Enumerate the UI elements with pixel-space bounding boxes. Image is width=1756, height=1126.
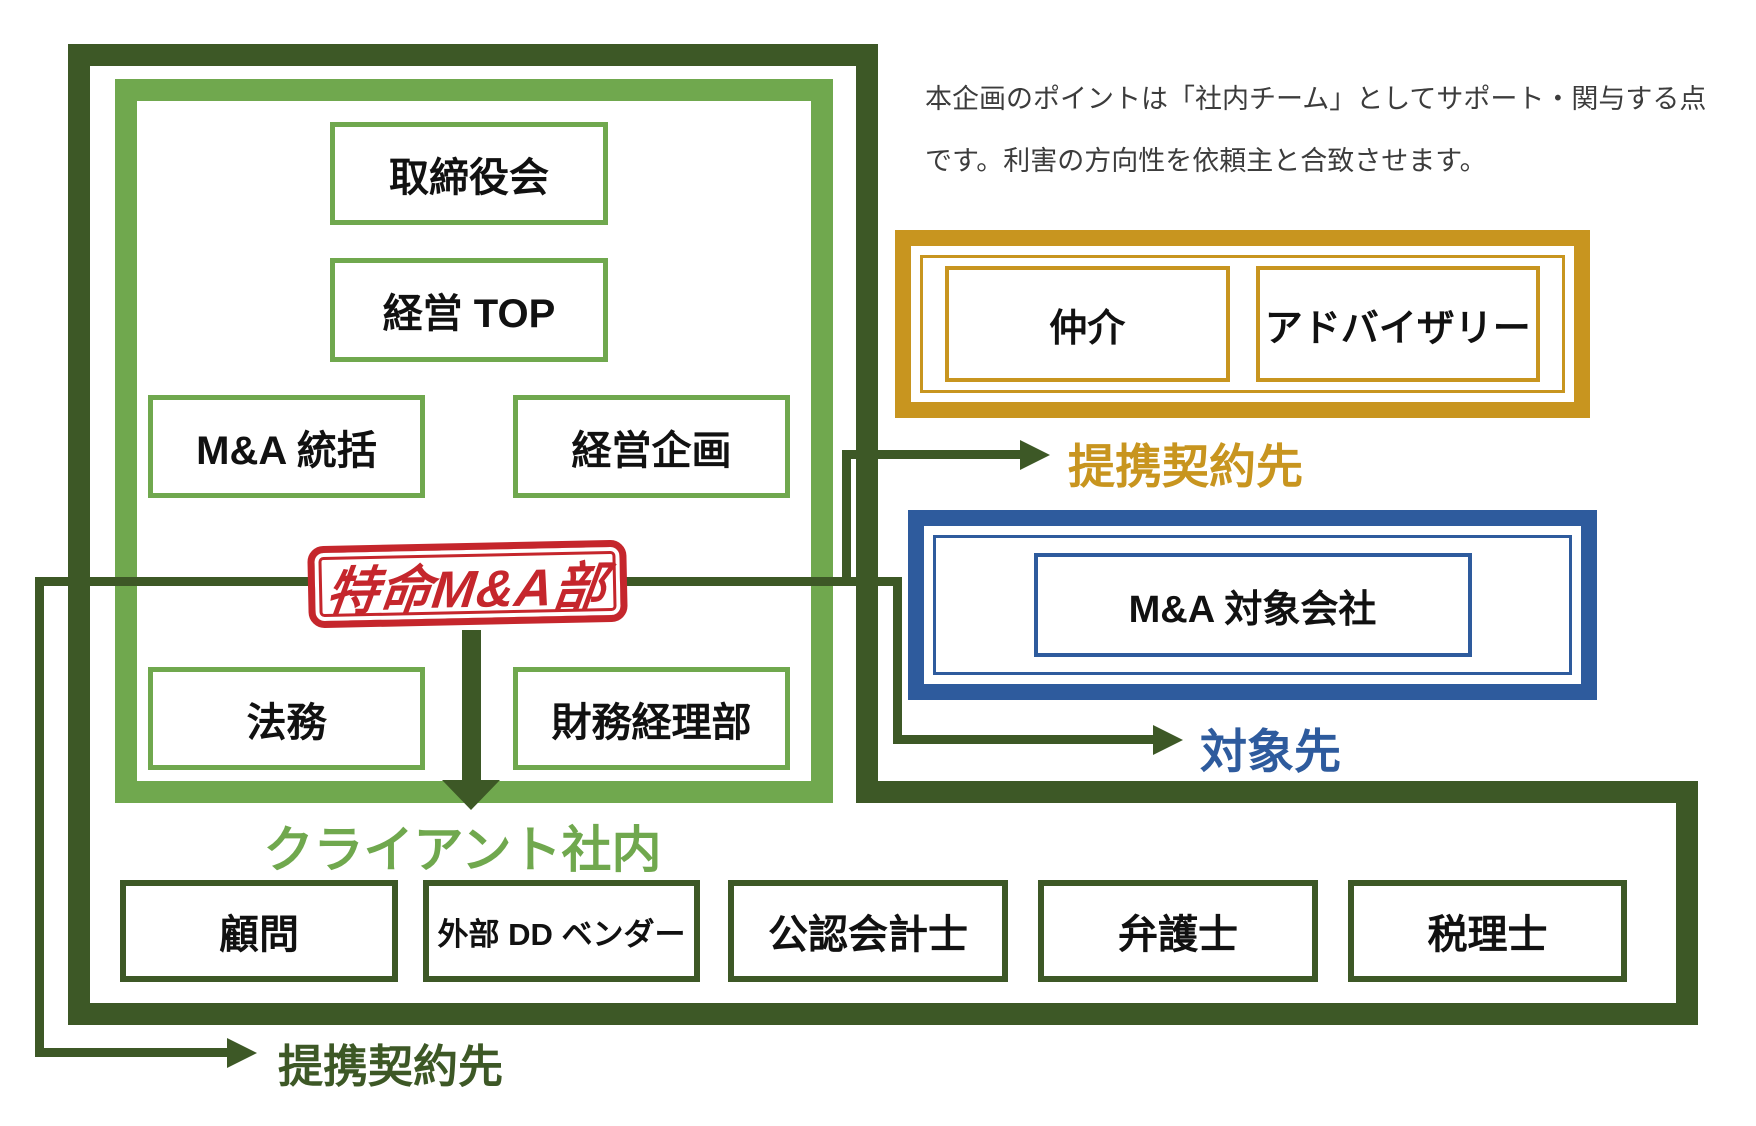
org-box-finance-accounting-label: 財務経理部	[551, 700, 752, 745]
stamp-down-arrow-icon	[442, 780, 500, 810]
external-box-cpa-label: 公認会計士	[768, 913, 968, 957]
partner-panel-inner-frame: 仲介 アドバイザリー	[920, 255, 1565, 393]
partner-box-advisory-label: アドバイザリー	[1264, 307, 1531, 350]
special-ma-dept-stamp-label: 特命M&A部	[323, 557, 611, 622]
outer-frame-far-right-bar	[1676, 781, 1698, 1025]
annotation-line2: です。利害の方向性を依頼主と合致させます。	[925, 146, 1487, 176]
blue-branch-horizontal	[893, 735, 1153, 744]
partner-box-intermediary-label: 仲介	[1049, 307, 1126, 350]
annotation-line1: 本企画のポイントは「社内チーム」としてサポート・関与する点	[925, 84, 1707, 114]
org-box-ma-supervision: M&A 統括	[148, 395, 425, 498]
org-box-ma-supervision-label: M&A 統括	[196, 428, 377, 473]
client-internal-label: クライアント社内	[240, 810, 685, 882]
external-box-dd-vendor-label: 外部 DD ベンダー	[437, 916, 686, 952]
partner-box-intermediary: 仲介	[945, 266, 1230, 382]
client-company-frame	[115, 79, 833, 803]
annotation-text: 本企画のポイントは「社内チーム」としてサポート・関与する点 です。利害の方向性を…	[925, 68, 1706, 192]
partner-panel: 仲介 アドバイザリー	[895, 230, 1590, 418]
org-box-corporate-planning-label: 経営企画	[571, 428, 732, 473]
partner-caption: 提携契約先	[1068, 440, 1303, 493]
outer-frame-mid-bar	[856, 781, 1698, 803]
target-panel-inner-frame: M&A 対象会社	[933, 535, 1572, 675]
outer-frame-right-upper-bar	[856, 44, 878, 803]
external-box-advisor-label: 顧問	[219, 913, 299, 957]
bottom-partner-caption: 提携契約先	[278, 1041, 504, 1092]
target-box-ma-company: M&A 対象会社	[1033, 553, 1472, 657]
org-box-management-top-label: 経営 TOP	[382, 292, 556, 336]
org-box-management-top: 経営 TOP	[330, 258, 608, 362]
outer-frame-bottom-bar	[68, 1003, 1698, 1025]
left-connector-vertical	[35, 577, 44, 1052]
org-box-board: 取締役会	[330, 122, 608, 225]
bottom-arrow-line	[35, 1048, 227, 1057]
target-box-ma-company-label: M&A 対象会社	[1128, 588, 1377, 631]
org-box-board-label: 取締役会	[389, 155, 549, 200]
gold-branch-horizontal	[842, 450, 1020, 459]
special-ma-dept-stamp: 特命M&A部	[307, 539, 628, 629]
external-box-lawyer-label: 弁護士	[1118, 913, 1238, 957]
target-caption: 対象先	[1200, 725, 1341, 778]
client-internal-label-text: クライアント社内	[263, 822, 662, 878]
external-box-tax-accountant-label: 税理士	[1427, 913, 1548, 957]
gold-arrow-right-icon	[1020, 440, 1050, 470]
org-box-corporate-planning: 経営企画	[513, 395, 790, 498]
outer-frame-left-bar	[68, 44, 90, 1025]
external-box-tax-accountant: 税理士	[1348, 880, 1627, 982]
target-panel: M&A 対象会社	[908, 510, 1597, 700]
blue-arrow-right-icon	[1153, 725, 1183, 755]
external-box-dd-vendor: 外部 DD ベンダー	[423, 880, 700, 982]
partner-box-advisory: アドバイザリー	[1255, 266, 1540, 382]
external-box-lawyer: 弁護士	[1038, 880, 1318, 982]
org-box-legal: 法務	[148, 667, 425, 770]
outer-frame-top-bar	[68, 44, 878, 66]
stamp-down-arrow-shaft	[462, 630, 481, 780]
gold-branch-vertical	[842, 450, 851, 586]
org-box-legal-label: 法務	[246, 700, 327, 745]
external-box-cpa: 公認会計士	[728, 880, 1008, 982]
org-box-finance-accounting: 財務経理部	[513, 667, 790, 770]
external-box-advisor: 顧問	[120, 880, 398, 982]
bottom-arrow-right-icon	[227, 1038, 257, 1068]
blue-branch-vertical	[893, 577, 902, 744]
